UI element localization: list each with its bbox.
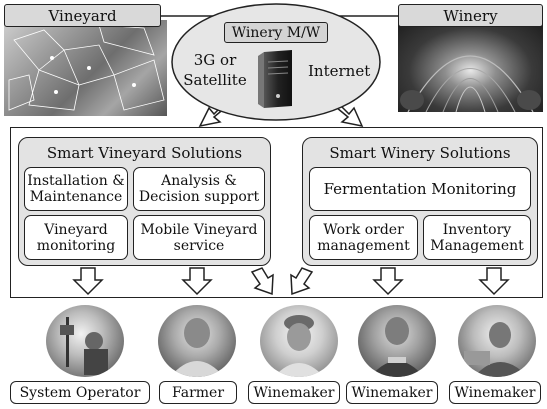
middleware-title-text: Winery M/W <box>231 24 321 41</box>
role-label-winemaker-1: Winemaker <box>248 381 340 404</box>
cell-line: service <box>173 237 225 254</box>
winery-label: Winery <box>398 4 543 27</box>
middleware-title: Winery M/W <box>224 22 328 43</box>
winery-tunnel-image <box>398 20 543 112</box>
server-icon <box>258 50 292 108</box>
arrow-down-1 <box>72 267 104 296</box>
arrow-diag-right <box>290 267 314 296</box>
cell-line: Vineyard <box>44 221 108 238</box>
connection-3g-satellite: 3G or Satellite <box>180 50 250 90</box>
winemaker-figure-2 <box>370 317 424 377</box>
cell-line: Work order <box>323 221 404 238</box>
cell-fermentation-monitoring: Fermentation Monitoring <box>309 167 531 211</box>
cell-line: monitoring <box>36 237 116 254</box>
arrow-down-2 <box>181 267 213 296</box>
vineyard-map-parcels <box>8 24 165 111</box>
farmer-figure <box>170 318 224 377</box>
role-label-farmer: Farmer <box>159 381 237 404</box>
winemaker-figure-3 <box>464 322 528 377</box>
role-text: System Operator <box>19 384 141 401</box>
role-text: Winemaker <box>253 384 335 401</box>
role-text: Winemaker <box>454 384 536 401</box>
winemaker-figure-1 <box>274 315 324 377</box>
winemaker-photo-3 <box>458 305 536 377</box>
winemaker-photo-1 <box>260 305 338 377</box>
cell-work-order-management: Work order management <box>309 215 418 260</box>
role-label-system-operator: System Operator <box>10 381 150 404</box>
role-text: Farmer <box>171 384 225 401</box>
winery-solutions-title: Smart Winery Solutions <box>329 144 511 162</box>
vineyard-map-image <box>4 20 167 116</box>
arrow-down-3 <box>372 267 404 296</box>
winemaker-photo-2 <box>358 305 436 377</box>
connection-3g-line: 3G or <box>193 51 237 69</box>
cell-mobile-vineyard-service: Mobile Vineyard service <box>133 215 265 260</box>
operator-figure <box>60 317 108 375</box>
vineyard-solutions-title: Smart Vineyard Solutions <box>46 144 243 162</box>
cell-line: Decision support <box>138 189 260 205</box>
cell-line: Maintenance <box>29 189 123 205</box>
role-label-winemaker-2: Winemaker <box>346 381 438 404</box>
arrow-diag-left <box>250 267 274 296</box>
cell-line: management <box>317 237 410 254</box>
role-label-winemaker-3: Winemaker <box>449 381 541 404</box>
tunnel-arches <box>400 55 541 112</box>
cell-line: Fermentation Monitoring <box>323 180 517 198</box>
vineyard-label-text: Vineyard <box>48 6 117 25</box>
winery-label-text: Winery <box>443 6 498 25</box>
role-text: Winemaker <box>351 384 433 401</box>
farmer-photo <box>158 305 236 377</box>
connection-internet: Internet <box>308 62 371 80</box>
connection-satellite-line: Satellite <box>183 71 247 89</box>
system-operator-photo <box>46 305 124 377</box>
vineyard-label: Vineyard <box>4 4 161 27</box>
down-arrows <box>72 267 510 296</box>
cell-inventory-management: Inventory Management <box>423 215 531 260</box>
cell-line: Installation & <box>27 173 125 189</box>
cell-installation-maintenance: Installation & Maintenance <box>24 167 128 211</box>
cell-vineyard-monitoring: Vineyard monitoring <box>24 215 128 260</box>
cell-analysis-decision: Analysis & Decision support <box>133 167 265 211</box>
cell-line: Analysis & <box>161 173 237 189</box>
cell-line: Management <box>430 237 524 254</box>
cell-line: Inventory <box>442 221 512 238</box>
cell-line: Mobile Vineyard <box>140 221 258 238</box>
arrow-down-4 <box>478 267 510 296</box>
